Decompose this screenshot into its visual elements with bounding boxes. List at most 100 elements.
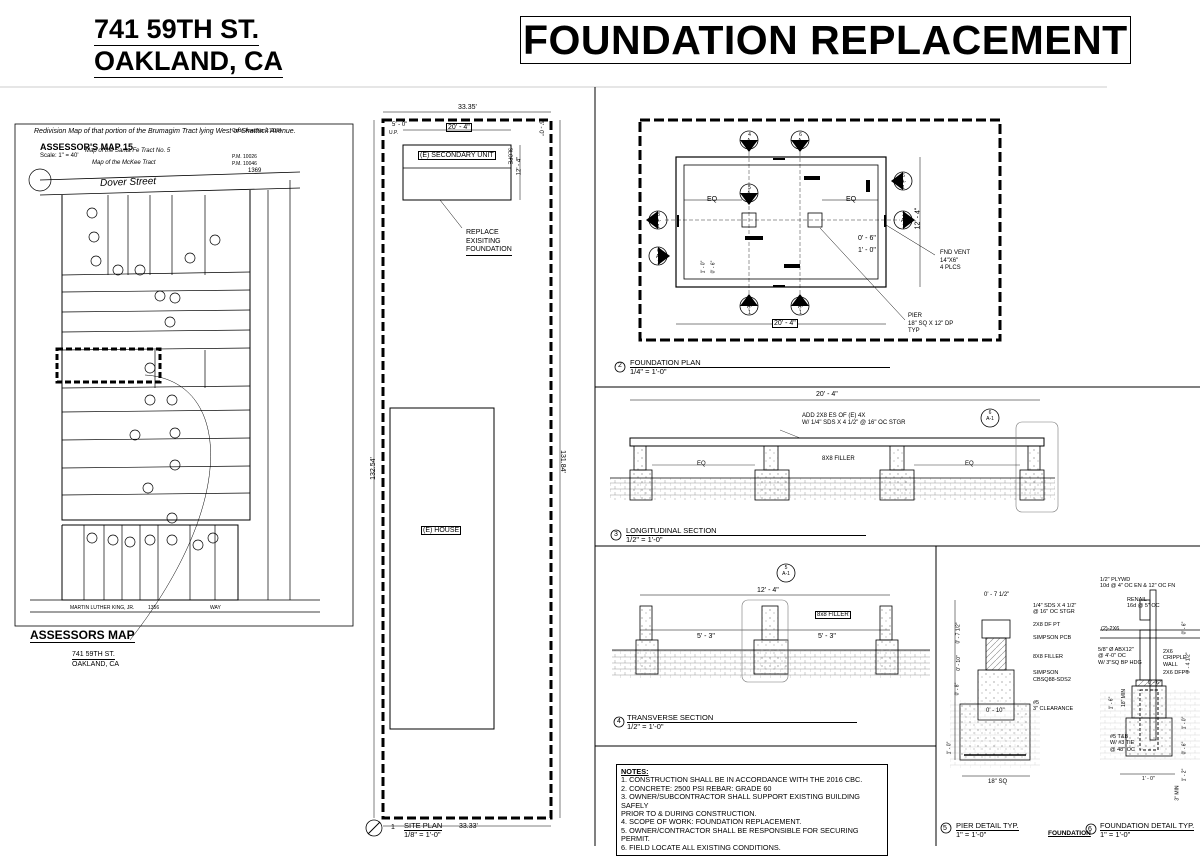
ls-eq-left: EQ bbox=[697, 461, 706, 467]
pd-note-4: 8X8 FILLER bbox=[1033, 654, 1063, 661]
tag-num: 3 bbox=[657, 212, 660, 218]
ls-note: ADD 2X8 ES OF (E) 4X W/ 1/4" SDS X 4 1/2… bbox=[802, 413, 906, 427]
heading-line-1: Redivision Map of that portion of the Br… bbox=[34, 128, 296, 135]
tag-sheet: A-1 bbox=[782, 571, 790, 577]
fp-vent-note: FND VENT 14"X6" 4 PLCS bbox=[940, 250, 970, 273]
fd-dim-5: 3" MIN bbox=[1174, 785, 1181, 801]
replace-note-1: REPLACE bbox=[466, 229, 499, 236]
fd-note-6: CRIPPLE bbox=[1163, 655, 1187, 662]
assessor-address-line-1: 741 59TH ST. bbox=[72, 651, 115, 660]
fd-note-7: WALL bbox=[1163, 661, 1178, 668]
pier-detail-drawing bbox=[940, 600, 1040, 834]
replace-note-3: FOUNDATION bbox=[466, 246, 512, 256]
note-item: 2. CONCRETE: 2500 PSI REBAR: GRADE 60 bbox=[621, 783, 772, 793]
pd-notes: 1/4" SDS X 4 1/2" @ 16" OC STGR 2X8 DF P… bbox=[1033, 603, 1076, 713]
replace-foundation-note: REPLACE EXISITING FOUNDATION bbox=[466, 229, 512, 256]
site-dim-right: 131.84' bbox=[558, 450, 566, 473]
street-dover: Dover Street bbox=[99, 176, 157, 189]
pd-note-3: SIMPSON PCB bbox=[1033, 634, 1072, 641]
fd-detail-number: 6 bbox=[1088, 826, 1092, 833]
foundation-plan-drawing bbox=[614, 118, 1002, 373]
fd-dim-1: 0' - 6" bbox=[1148, 680, 1161, 686]
fp-dim-3: 1' - 0" bbox=[700, 260, 707, 274]
ls-filler: 8X8 FILLER bbox=[822, 456, 855, 462]
fd-dim-7: 0' - 4 1/2" bbox=[1185, 652, 1192, 674]
note-item: 6. FIELD LOCATE ALL EXISTING CONDITIONS. bbox=[621, 842, 781, 852]
ls-note-1: ADD 2X8 ES OF (E) 4X bbox=[802, 413, 866, 419]
sheet-label: FOUNDATION bbox=[1048, 830, 1091, 837]
fd-note-8: 5/8" Ø ABX12" bbox=[1098, 647, 1134, 653]
pd-dim-4: 0' - 10" bbox=[986, 708, 1005, 714]
fd-dim-10: 1' - 2" bbox=[1181, 768, 1188, 782]
pd-title: PIER DETAIL TYP. bbox=[956, 821, 1019, 831]
site-up: U.P. bbox=[389, 130, 399, 136]
fp-dim-1: 0' - 6" bbox=[858, 235, 876, 242]
secondary-unit-label: (E) SECONDARY UNIT bbox=[418, 151, 496, 160]
assessor-map-scale: Scale: 1" = 40' bbox=[40, 153, 79, 159]
replace-note-2: EXISITING bbox=[466, 237, 501, 245]
fd-dfpt: 2X6 DFPT bbox=[1163, 670, 1189, 676]
transverse-section-drawing bbox=[612, 563, 930, 728]
pd-dim-6: 18" SQ bbox=[988, 779, 1008, 785]
ls-title: LONGITUDINAL SECTION bbox=[626, 527, 866, 536]
site-unit-depth: 12' - 4" bbox=[516, 156, 523, 176]
ts-title-block: TRANSVERSE SECTION 1/2" = 1'-0" bbox=[627, 714, 857, 731]
fd-note-13: W/ #3 TIE bbox=[1110, 740, 1135, 747]
pd-note-8: 3" CLEARANCE bbox=[1033, 706, 1074, 713]
tag-sheet: A-1 bbox=[986, 416, 994, 422]
ls-scale: 1/2" = 1'-0" bbox=[626, 535, 663, 544]
ts-dim-left: 5' - 3" bbox=[697, 633, 715, 640]
ls-dim-width: 20' - 4" bbox=[816, 391, 838, 398]
site-dim-unit-width: 20' - 4" bbox=[446, 123, 472, 132]
pier-note-1: PIER bbox=[908, 313, 923, 319]
assessor-map-drawing bbox=[14, 123, 354, 641]
pier-note-3: TYP bbox=[908, 328, 920, 334]
block-number: 1369 bbox=[248, 168, 262, 174]
ts-filler: 8x8 FILLER bbox=[815, 611, 851, 619]
site-dim-top: 33.35' bbox=[458, 104, 477, 111]
fd-note-3: 16d @ 5" OC bbox=[1127, 603, 1160, 610]
fp-eq-right: EQ bbox=[846, 196, 857, 203]
tag-num: 6 bbox=[657, 248, 660, 254]
fd-dim-4: 1' - 6" bbox=[1108, 696, 1115, 710]
pd-title-block: PIER DETAIL TYP. 1" = 1'-0" bbox=[956, 822, 1019, 839]
tag-sheet: A-1 bbox=[747, 304, 752, 316]
notes-heading: NOTES: bbox=[621, 767, 649, 776]
tag-num: 5 bbox=[784, 565, 788, 571]
vent-note-3: 4 PLCS bbox=[940, 265, 961, 271]
note-item: 4. SCOPE OF WORK: FOUNDATION REPLACEMENT… bbox=[621, 817, 802, 827]
foundation-plan-detail-number: 2 bbox=[618, 362, 622, 369]
heading-line-2: Map of the Santa Fe Tract No. 5 bbox=[85, 148, 171, 154]
fp-eq-left: EQ bbox=[707, 196, 718, 203]
site-setback-left: 5' - 0" bbox=[392, 122, 408, 128]
site-setback-right: 5' - 0" bbox=[537, 120, 544, 136]
vent-note-2: 14"X6" bbox=[940, 257, 959, 264]
code-area: Code Area No. 17-001 bbox=[232, 128, 282, 134]
fd-scale: 1" = 1'-0" bbox=[1100, 830, 1131, 839]
longitudinal-section-drawing bbox=[610, 399, 1059, 541]
site-plan-detail-number: 1 bbox=[391, 824, 395, 831]
pd-note-7: #5 bbox=[1033, 700, 1040, 707]
fd-rebar: #5 T&B W/ #3 TIE @ 48" OC bbox=[1110, 734, 1135, 753]
ts-title: TRANSVERSE SECTION bbox=[627, 714, 857, 723]
pd-note-2: 2X8 DF PT bbox=[1033, 621, 1061, 628]
sheet-title: FOUNDATION REPLACEMENT bbox=[520, 16, 1131, 64]
pm-2: P.M. 10046 bbox=[232, 161, 257, 167]
fd-dim-3: 18" MIN bbox=[1120, 689, 1127, 707]
pd-detail-number: 5 bbox=[943, 825, 947, 832]
ts-scale: 1/2" = 1'-0" bbox=[627, 722, 664, 731]
fd-title: FOUNDATION DETAIL TYP. bbox=[1100, 821, 1195, 831]
street-way: WAY bbox=[210, 605, 221, 611]
pm-1: P.M. 10026 bbox=[232, 154, 257, 160]
assessors-map-address: 741 59TH ST. OAKLAND, CA bbox=[72, 650, 119, 669]
assessors-map-caption: ASSESSORS MAP bbox=[30, 628, 135, 643]
foundation-plan-title: FOUNDATION PLAN bbox=[630, 359, 890, 368]
